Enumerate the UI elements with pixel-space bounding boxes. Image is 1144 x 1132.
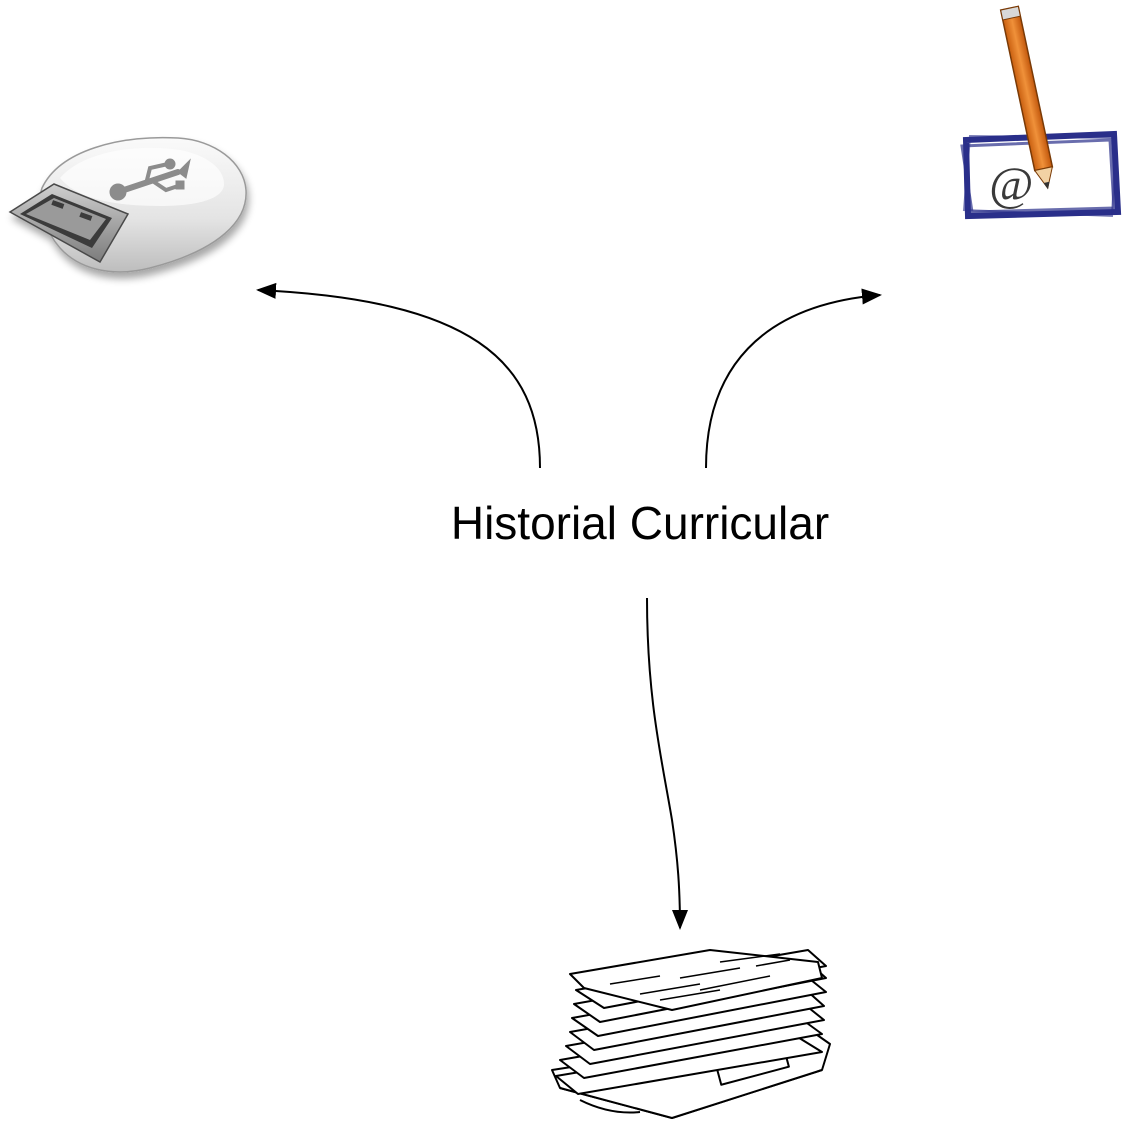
center-node-label: Historial Curricular	[450, 497, 830, 549]
usb-drive-icon	[8, 136, 247, 273]
arrow-to-usb-drive	[256, 282, 541, 469]
svg-text:@: @	[989, 158, 1033, 211]
arrow-to-paper-tray	[646, 597, 688, 930]
paper-tray-stack-icon	[551, 949, 831, 1119]
email-at-sign-icon: @	[960, 5, 1122, 220]
arrow-to-email	[705, 288, 882, 469]
